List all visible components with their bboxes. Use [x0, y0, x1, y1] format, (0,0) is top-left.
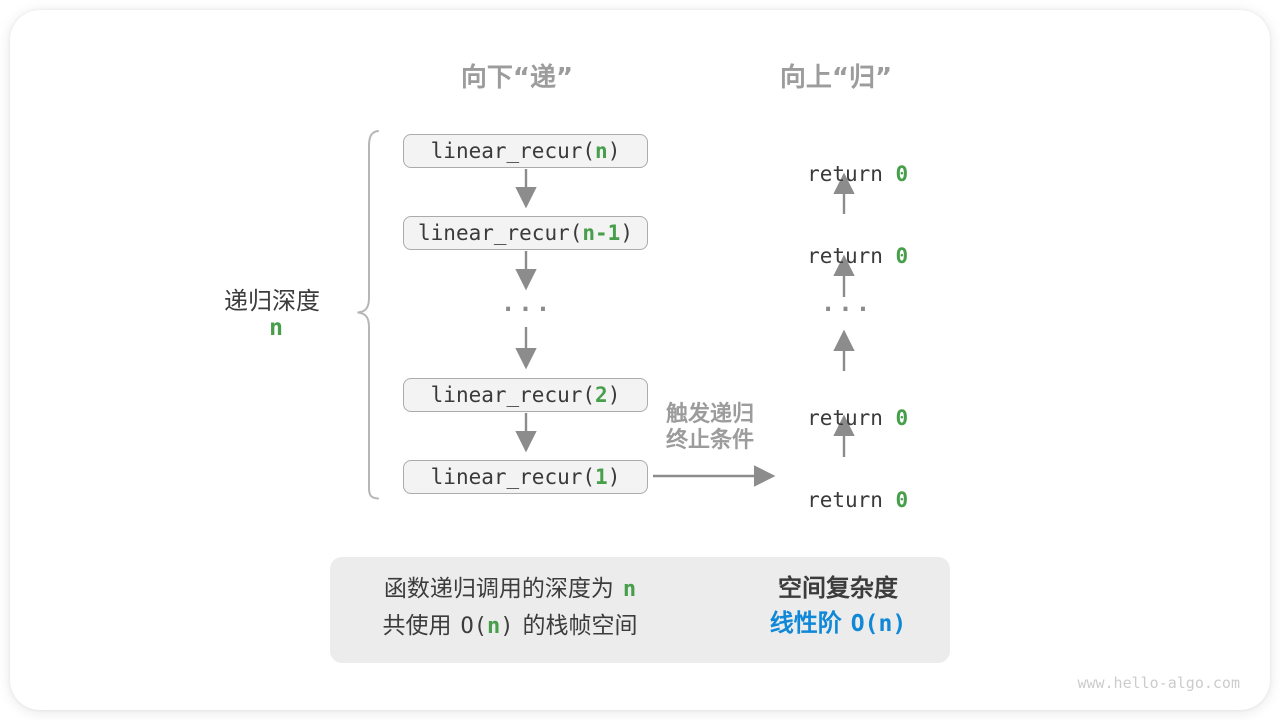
code-text: linear_recur(: [430, 383, 596, 407]
code-text: ): [607, 139, 621, 163]
recursion-depth-label: 递归深度: [224, 287, 320, 315]
base-case-annotation: 触发递归 终止条件: [666, 402, 754, 454]
big-o-open: O(: [460, 614, 488, 639]
code-text: linear_recur(: [430, 139, 596, 163]
call-box-1: linear_recur(1): [403, 460, 648, 494]
big-o-n: n: [487, 614, 501, 639]
code-arg: 1: [595, 465, 608, 489]
summary-line-1: 函数递归调用的深度为 n: [345, 571, 675, 608]
summary-n-value: n: [622, 577, 637, 602]
header-ascend: 向上“归”: [779, 63, 893, 93]
summary-line-2: 共使用 O(n) 的栈帧空间: [345, 608, 675, 645]
code-arg: 2: [595, 383, 608, 407]
space-complexity-title: 空间复杂度: [777, 574, 898, 602]
call-box-n-1: linear_recur(n-1): [403, 216, 648, 250]
return-column-ellipsis: ...: [820, 289, 874, 317]
big-o-close: ): [500, 614, 514, 639]
code-text: ): [607, 383, 621, 407]
code-text: ): [607, 465, 621, 489]
return-value: 0: [895, 244, 909, 268]
summary-text: 共使用: [382, 613, 452, 639]
space-complexity-value: 线性阶 O(n): [770, 603, 906, 644]
summary-text: 函数递归调用的深度为: [383, 576, 614, 602]
code-arg: n-1: [582, 221, 621, 245]
return-statement: return 0: [782, 464, 908, 512]
return-keyword: return: [807, 406, 883, 430]
call-stack-ellipsis: ...: [500, 289, 554, 317]
call-box-n: linear_recur(n): [403, 134, 648, 168]
complexity-class-label: 线性阶: [769, 609, 842, 637]
return-statement: return 0: [782, 138, 908, 186]
code-text: ): [620, 221, 633, 245]
call-box-2: linear_recur(2): [403, 378, 648, 412]
header-descend: 向下“递”: [460, 63, 574, 93]
code-text: linear_recur(: [430, 465, 596, 489]
summary-text: 的栈帧空间: [522, 613, 638, 639]
watermark: www.hello-algo.com: [1077, 674, 1240, 692]
annotation-line: 触发递归: [665, 402, 755, 427]
summary-box: [330, 557, 950, 663]
recursion-depth-value: n: [269, 315, 283, 341]
annotation-line: 终止条件: [665, 428, 755, 453]
return-keyword: return: [807, 488, 883, 512]
summary-right-text: 空间复杂度 线性阶 O(n): [770, 573, 906, 644]
return-statement: return 0: [782, 382, 908, 430]
return-keyword: return: [807, 244, 883, 268]
return-keyword: return: [807, 162, 883, 186]
code-arg: n: [595, 139, 608, 163]
complexity-notation: O(n): [850, 611, 907, 637]
return-value: 0: [895, 488, 909, 512]
return-value: 0: [895, 406, 909, 430]
code-text: linear_recur(: [418, 221, 583, 245]
return-statement: return 0: [782, 220, 908, 268]
return-value: 0: [895, 162, 909, 186]
